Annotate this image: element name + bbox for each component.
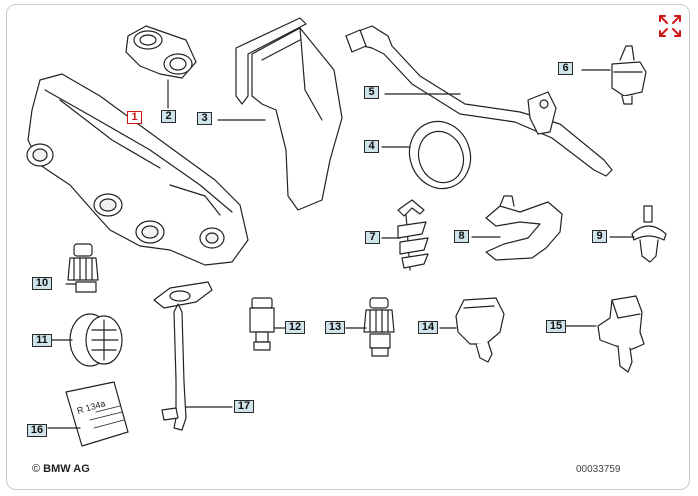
callout-10[interactable]: 10 [32, 277, 52, 290]
copyright-symbol: © [32, 463, 41, 475]
part-15-drawing [565, 295, 645, 373]
part-7-drawing [381, 199, 429, 271]
part-3-drawing [217, 17, 343, 211]
part-5-drawing [345, 25, 613, 177]
part-12-drawing [249, 297, 287, 351]
copyright-text: BMW AG [43, 463, 90, 475]
callout-16[interactable]: 16 [27, 424, 47, 437]
part-17-drawing [153, 281, 233, 431]
part-1-drawing [26, 73, 249, 266]
callout-14[interactable]: 14 [418, 321, 438, 334]
part-4-drawing [381, 120, 472, 190]
callout-12[interactable]: 12 [285, 321, 305, 334]
callout-15[interactable]: 15 [546, 320, 566, 333]
callout-17[interactable]: 17 [234, 400, 254, 413]
document-number: 00033759 [576, 464, 621, 475]
callout-4[interactable]: 4 [364, 140, 379, 153]
copyright-notice: © BMW AG [32, 463, 90, 475]
callout-9[interactable]: 9 [592, 230, 607, 243]
part-10-drawing [65, 243, 99, 293]
part-2-drawing [125, 25, 197, 109]
part-8-drawing [471, 195, 563, 261]
callout-6[interactable]: 6 [558, 62, 573, 75]
callout-3[interactable]: 3 [197, 112, 212, 125]
expand-arrows-icon[interactable] [658, 14, 682, 38]
part-11-drawing [51, 313, 123, 367]
callout-2[interactable]: 2 [161, 110, 176, 123]
callout-7[interactable]: 7 [365, 231, 380, 244]
part-6-drawing [581, 45, 647, 105]
part-16-drawing [47, 381, 129, 447]
callout-11[interactable]: 11 [32, 334, 52, 347]
part-9-drawing [609, 205, 667, 263]
callout-8[interactable]: 8 [454, 230, 469, 243]
callout-13[interactable]: 13 [325, 321, 345, 334]
callout-5[interactable]: 5 [364, 86, 379, 99]
callout-1[interactable]: 1 [127, 111, 142, 124]
part-14-drawing [439, 297, 505, 363]
part-13-drawing [345, 297, 395, 357]
